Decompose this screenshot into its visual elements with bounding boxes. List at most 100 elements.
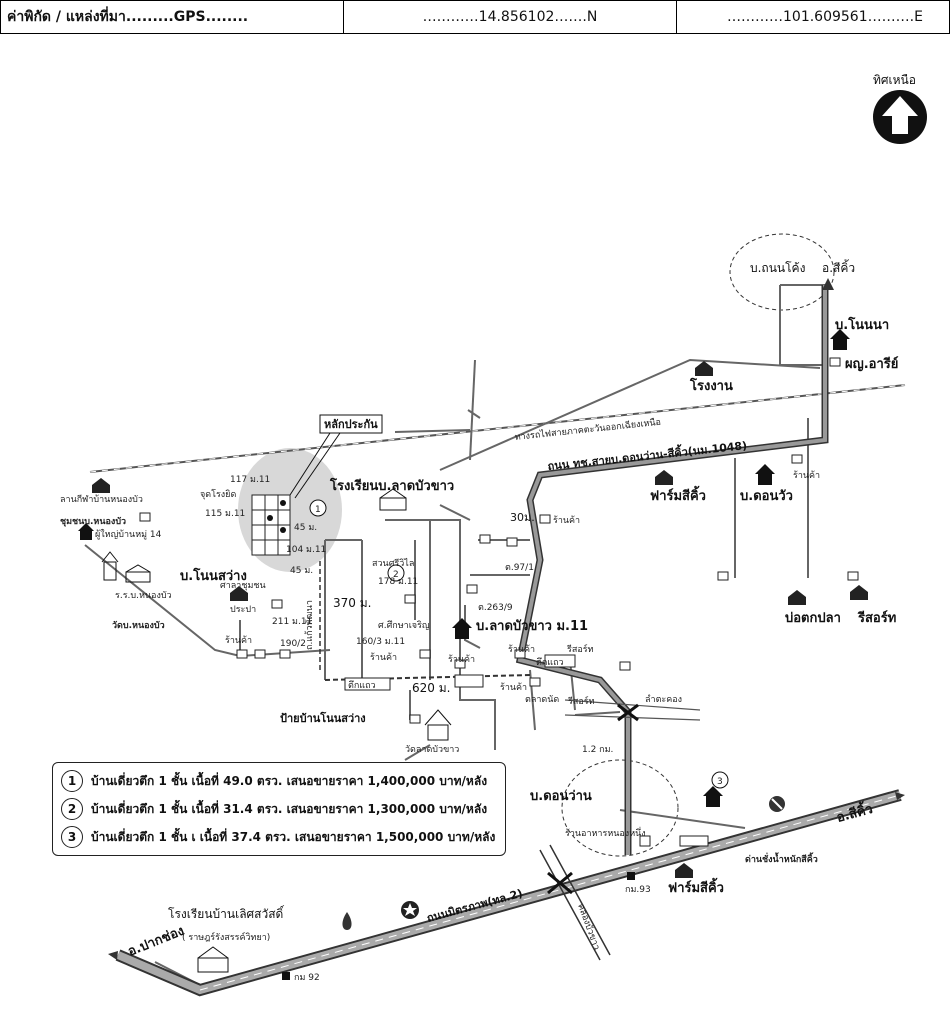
canal-line-2 [549,844,611,956]
legend-number: 3 [61,826,83,848]
factory-icon [695,361,713,376]
shophouse-row [344,654,576,691]
label-weigh-station: ด่านชั่งน้ำหนักสีคิ้ว [745,852,818,865]
label-restaurant: ร้านอาหารหนองหนึ่ง [565,826,646,839]
provincial-road-1048 [515,285,829,855]
label-community-nongbua: ชุมชนบ.หนองบัว [60,516,126,527]
arrow-right-icon [895,792,905,800]
label-house-97: ต.97/1 [505,563,534,573]
label-ban-don-wan: บ.ดอนว่าน [530,789,592,804]
ban-thanon-khong-area [729,233,835,311]
bridge-icon [547,871,573,895]
label-railway: ทางรถไฟสายภาคตะวันออกเฉียงเหนือ [514,417,661,443]
label-house-104: 104 ม.11 [286,545,326,555]
resort-icon [850,585,868,600]
label-water-point: จุดโรงยิด [200,489,236,500]
label-km93: กม.93 [625,885,651,895]
house-icon [452,618,472,639]
label-ban-don-wua: บ.ดอนวัว [740,489,793,504]
arrow-left-icon [108,951,118,960]
label-amphoe-sikhio: อ.สีคิ้ว [822,259,855,275]
label-school-nongbua: ร.ร.บ.หนองบัว [115,591,172,601]
label-road-side: ถ.แก้วพัฒนา [304,600,315,650]
label-shop-mid: ร้านค้า [370,652,397,663]
label-market: ตลาดนัด [525,695,559,705]
label-dist-45-h: 45 ม. [290,566,313,576]
gps-latitude: …………14.856102…….N [343,0,677,34]
label-road-1048: ถนน ทช.สายบ.ดอนว่าน-สีคิ้ว(นม.1048) [547,437,748,473]
label-house-263: ต.263/9 [478,603,513,613]
label-house-117: 117 ม.11 [230,475,270,485]
label-ban-ladbuakhao: บ.ลาดบัวขาว ม.11 [476,619,588,634]
label-dist-370: 370 ม. [333,596,371,610]
label-learning-center: ศ.ศึกษาเจริญ [378,620,430,631]
label-wat-ladbuakhao: วัดลาดบัวขาว [405,745,459,755]
label-resort-mid2: รีสอร์ท [568,695,595,707]
legend-item-2: 2 บ้านเดี่ยวตึก 1 ชั้น เนื้อที่ 31.4 ตรว… [61,797,487,821]
pavilion-icon [230,586,248,601]
shop-icons [139,357,859,724]
north-arrow-icon [873,90,927,144]
label-rice-mill: ตึกแถว [348,680,376,691]
km-post-icon [282,972,290,980]
label-farm-sikhio: ฟาร์มสีคิ้ว [650,485,706,504]
property-legend: 1 บ้านเดี่ยวตึก 1 ชั้น เนื้อที่ 49.0 ตรว… [52,762,506,856]
label-school-lert: โรงเรียนบ้านเลิศสวัสดิ์ [168,905,285,921]
weigh-station-icon [679,835,709,847]
label-wat-nongbua: วัดบ.หนองบัว [112,620,165,631]
hall-icon [92,478,110,493]
temple-icon [101,551,119,581]
label-dist-30: 30ม. [510,511,535,524]
label-shop-top-right: ร้านค้า [793,470,820,481]
label-house-160: 160/3 ม.11 [356,637,405,647]
label-shop-lb3: ร้านค้า [500,682,527,693]
landmark-callout-box [319,414,383,434]
legend-number: 2 [61,798,83,820]
farm-icon [655,470,673,485]
legend-item-1: 1 บ้านเดี่ยวตึก 1 ชั้น เนื้อที่ 49.0 ตรว… [61,769,487,793]
label-km92: กม 92 [294,973,320,983]
legend-text: บ้านเดี่ยวตึก 1 ชั้น เนื้อที่ 31.4 ตรว. … [91,801,488,816]
label-sign-non-sawang: ป้ายบ้านโนนสว่าง [280,711,366,725]
label-pak-chong: อ.ปากช่อง [126,924,186,960]
label-community-hall: ลานกีฬาบ้านหนองบัว [60,494,143,505]
school-icon [125,564,151,583]
lam-takhong-line [564,699,701,711]
marker-2: 2 [387,564,405,582]
label-fish-pond: บ่อตกปลา [785,611,841,626]
no-entry-icon [769,796,785,812]
label-village-head: ผู้ใหญ่บ้านหมู่ 14 [95,529,162,540]
farm-icon-bottom [675,863,693,878]
label-shop-lb2: ร้านค้า [448,654,475,665]
legend-item-3: 3 บ้านเดี่ยวตึก 1 ชั้น เ เนื้อที่ 37.4 ต… [61,825,495,849]
arrow-up-icon [822,278,834,290]
label-factory: โรงงาน [689,377,733,394]
canal-line [539,849,601,961]
label-ban-thanon-khong: บ.ถนนโค้ง [750,261,805,275]
gps-longitude: …………101.609561……….E [676,0,950,34]
temple-icon [424,709,452,741]
north-label: ทิศเหนือ [873,73,916,87]
bridge-icon [617,703,639,722]
gps-source-label: ค่าพิกัด / แหล่งที่มา.........GPS.......… [0,0,344,34]
police-icon [401,901,419,919]
label-farm-sikhio-bottom: ฟาร์มสีคิ้ว [668,877,724,896]
house-icon [830,329,850,350]
label-water-supply: ประปา [230,605,256,615]
label-shop-left: ร้านค้า [225,635,252,646]
label-garden: สวนศรีวิไล [372,558,414,569]
fish-pond-icon [788,590,806,605]
label-ban-non-na: บ.โนนนา [835,316,889,333]
house-icon [703,786,723,807]
label-resort-right: รีสอร์ท [857,610,896,626]
marker-1: 1 [309,499,327,517]
label-shop-lb1: ร้านค้า [508,644,535,655]
km-post-icon [627,872,635,880]
label-dist-45-v: 45 ม. [294,523,317,533]
label-dist-620: 620 ม. [412,681,450,695]
label-pavilion: ศาลาชุมชน [220,581,266,591]
label-house-178: 178 ม.11 [378,577,418,587]
label-shop-30: ร้านค้า [553,515,580,526]
label-landmark: หลักประกัน [324,418,378,431]
